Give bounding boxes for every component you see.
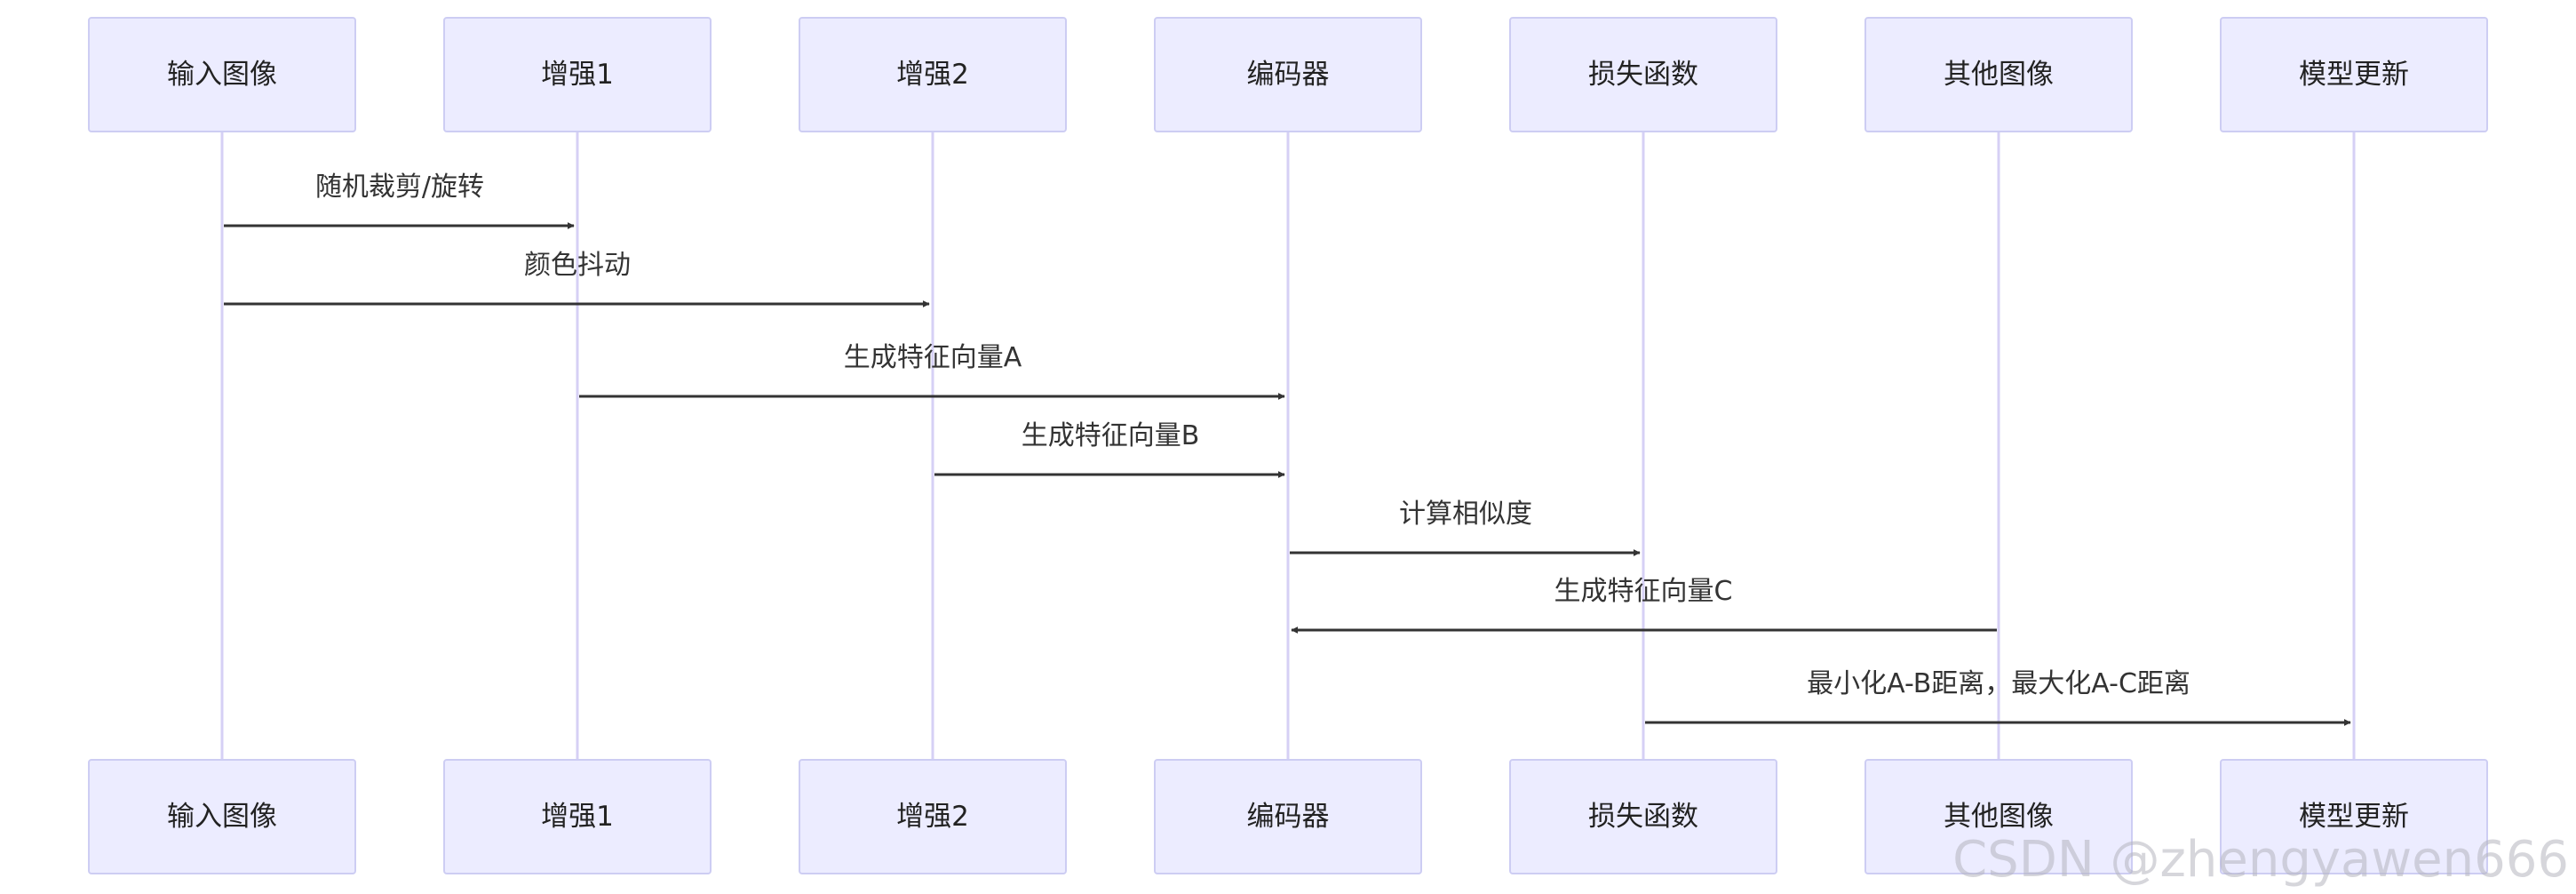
message-label: 生成特征向量B <box>1022 420 1200 451</box>
participant-box <box>1509 17 1777 132</box>
participant-box <box>1864 759 2133 874</box>
participant-label: 其他图像 <box>1944 59 2054 91</box>
participant-top: 输入图像 <box>88 17 356 132</box>
participant-box <box>1509 759 1777 874</box>
participant-label: 其他图像 <box>1944 801 2054 833</box>
participant-top: 增强2 <box>799 17 1067 132</box>
participant-top: 编码器 <box>1154 17 1422 132</box>
participant-box <box>2220 759 2488 874</box>
participant-label: 模型更新 <box>2299 59 2409 91</box>
participant-label: 编码器 <box>1247 59 1330 91</box>
participant-box <box>1154 17 1422 132</box>
message: 随机裁剪/旋转 <box>224 172 575 229</box>
participant-label: 增强1 <box>541 59 614 91</box>
message-label: 生成特征向量C <box>1554 576 1733 607</box>
participant-box <box>799 17 1067 132</box>
message: 生成特征向量A <box>579 342 1285 400</box>
participant-box <box>88 759 356 874</box>
participant-box <box>1154 759 1422 874</box>
participant-bottom: 编码器 <box>1154 759 1422 874</box>
participant-box <box>1864 17 2133 132</box>
lifelines <box>220 132 2356 760</box>
message: 生成特征向量B <box>934 420 1285 478</box>
message: 生成特征向量C <box>1291 576 1997 634</box>
participant-bottom: 增强1 <box>443 759 712 874</box>
participant-bottom: 输入图像 <box>88 759 356 874</box>
participant-label: 输入图像 <box>167 801 277 833</box>
participant-label: 损失函数 <box>1588 59 1698 91</box>
participant-top: 增强1 <box>443 17 712 132</box>
message-label: 颜色抖动 <box>524 250 631 281</box>
participant-box <box>443 17 712 132</box>
message: 颜色抖动 <box>224 250 930 307</box>
participant-top: 损失函数 <box>1509 17 1777 132</box>
participant-top: 模型更新 <box>2220 17 2488 132</box>
participant-top: 其他图像 <box>1864 17 2133 132</box>
participant-box <box>443 759 712 874</box>
message-label: 最小化A-B距离，最大化A-C距离 <box>1807 668 2190 699</box>
participant-label: 损失函数 <box>1588 801 1698 833</box>
participant-box <box>2220 17 2488 132</box>
participant-bottom: 其他图像 <box>1864 759 2133 874</box>
participant-box <box>88 17 356 132</box>
participants-bottom: 输入图像 增强1 增强2 编码器 损失函数 其他图像 模型更新 <box>88 759 2488 874</box>
participant-label: 模型更新 <box>2299 801 2409 833</box>
message: 计算相似度 <box>1290 499 1641 556</box>
participant-label: 输入图像 <box>167 59 277 91</box>
participant-label: 增强2 <box>896 59 969 91</box>
participant-label: 增强2 <box>896 801 969 833</box>
participant-bottom: 增强2 <box>799 759 1067 874</box>
participant-label: 编码器 <box>1247 801 1330 833</box>
message-label: 随机裁剪/旋转 <box>315 172 484 203</box>
watermark: CSDN @zhengyawen666 <box>1952 831 2569 889</box>
participant-box <box>799 759 1067 874</box>
participant-bottom: 模型更新 <box>2220 759 2488 874</box>
participants-top: 输入图像 增强1 增强2 编码器 损失函数 其他图像 模型更新 <box>88 17 2488 132</box>
participant-label: 增强1 <box>541 801 614 833</box>
message-label: 计算相似度 <box>1399 499 1532 530</box>
message: 最小化A-B距离，最大化A-C距离 <box>1645 668 2351 726</box>
participant-bottom: 损失函数 <box>1509 759 1777 874</box>
message-label: 生成特征向量A <box>844 342 1022 373</box>
